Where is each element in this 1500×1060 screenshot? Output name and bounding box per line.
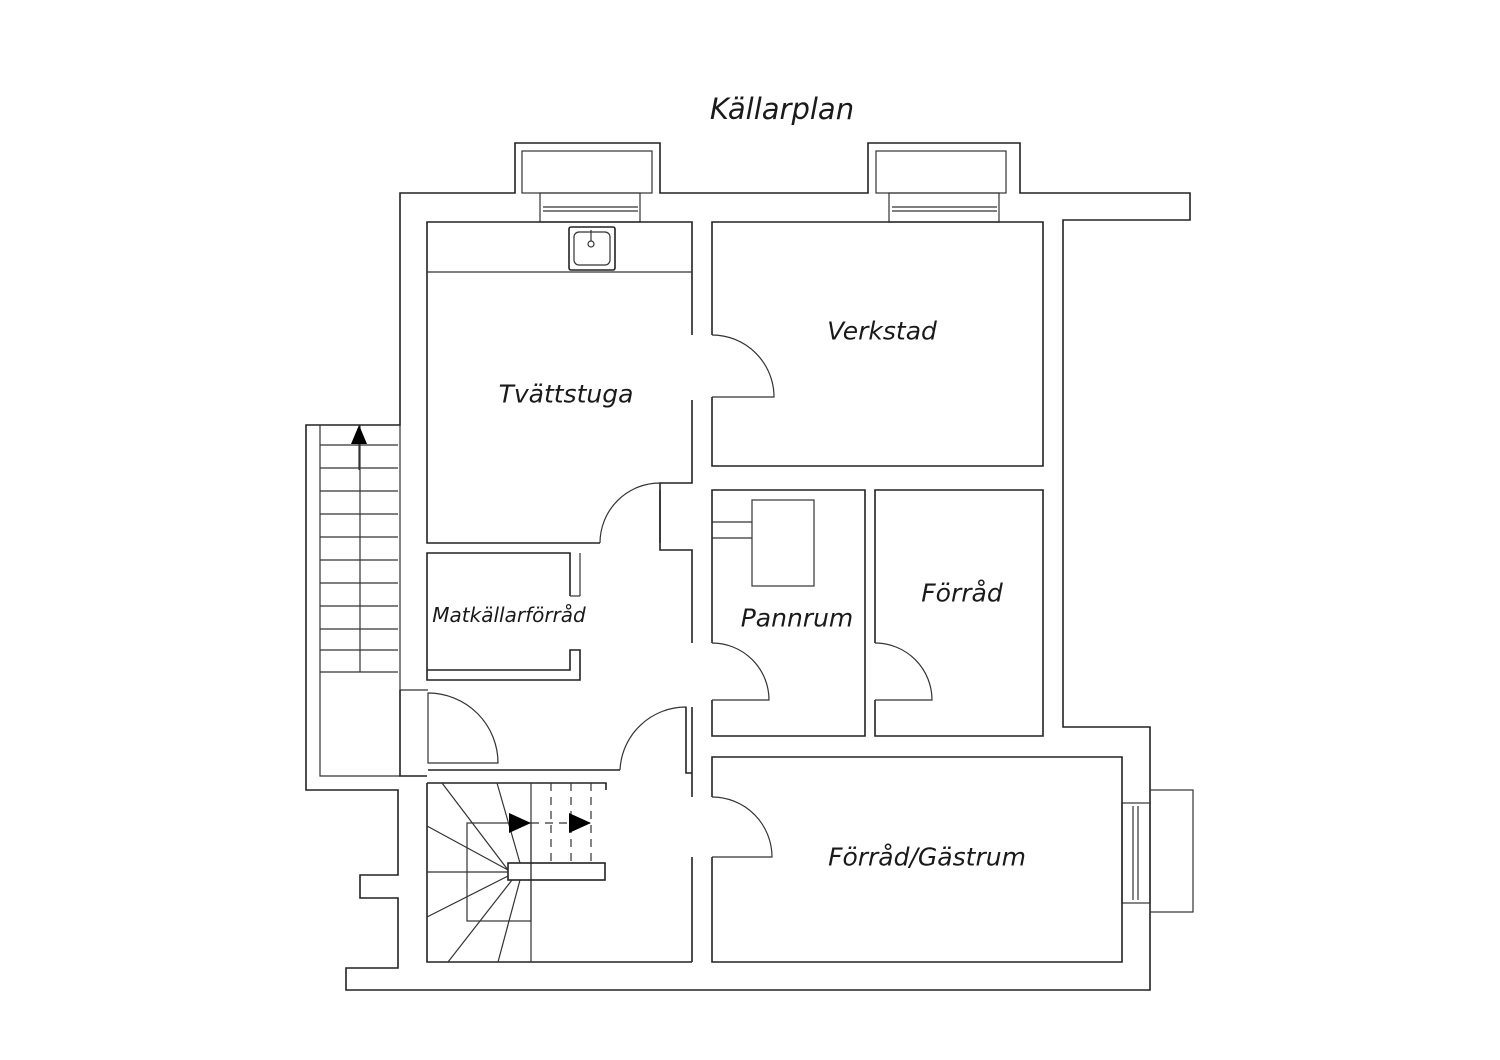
door-forrad[interactable] [874,642,933,701]
stair-arrow-right-icon [569,813,591,833]
matkallare-walls [426,552,581,681]
forrad-walls [874,489,1044,737]
room-label-pannrum: Pannrum [740,603,854,633]
room-label-matkallarforrad: Matkällarförråd [432,603,586,627]
window-box-3 [1149,789,1194,913]
door-stair-entrance[interactable] [427,692,499,764]
hall-wall-left [399,690,692,963]
exterior-stair [319,425,428,777]
boiler [751,499,815,587]
gastrum-walls [711,756,1123,963]
stair-arrow-up-icon [351,425,367,444]
room-label-tvattstuga: Tvättstuga [498,379,634,409]
room-label-forrad: Förråd [921,578,1003,608]
door-pannrum[interactable] [711,642,770,701]
hall-wall [659,490,693,962]
door-verkstad[interactable] [711,334,775,398]
door-tvattstuga[interactable] [599,482,661,544]
window-box-1 [521,150,653,194]
interior-stair [426,782,606,963]
window-box-2 [875,150,1007,194]
sink-icon [568,226,616,271]
stair-arrow-right-icon [509,813,531,833]
room-label-verkstad: Verkstad [827,316,937,346]
plan-title: Källarplan [709,92,855,126]
window-3 [1121,802,1151,904]
room-label-forrad-gastrum: Förråd/Gästrum [828,842,1026,872]
pannrum-walls [711,489,866,737]
verkstad-walls [711,221,1044,467]
outer-wall [305,142,1191,991]
door-hall[interactable] [619,706,687,771]
door-gastrum[interactable] [711,796,773,858]
